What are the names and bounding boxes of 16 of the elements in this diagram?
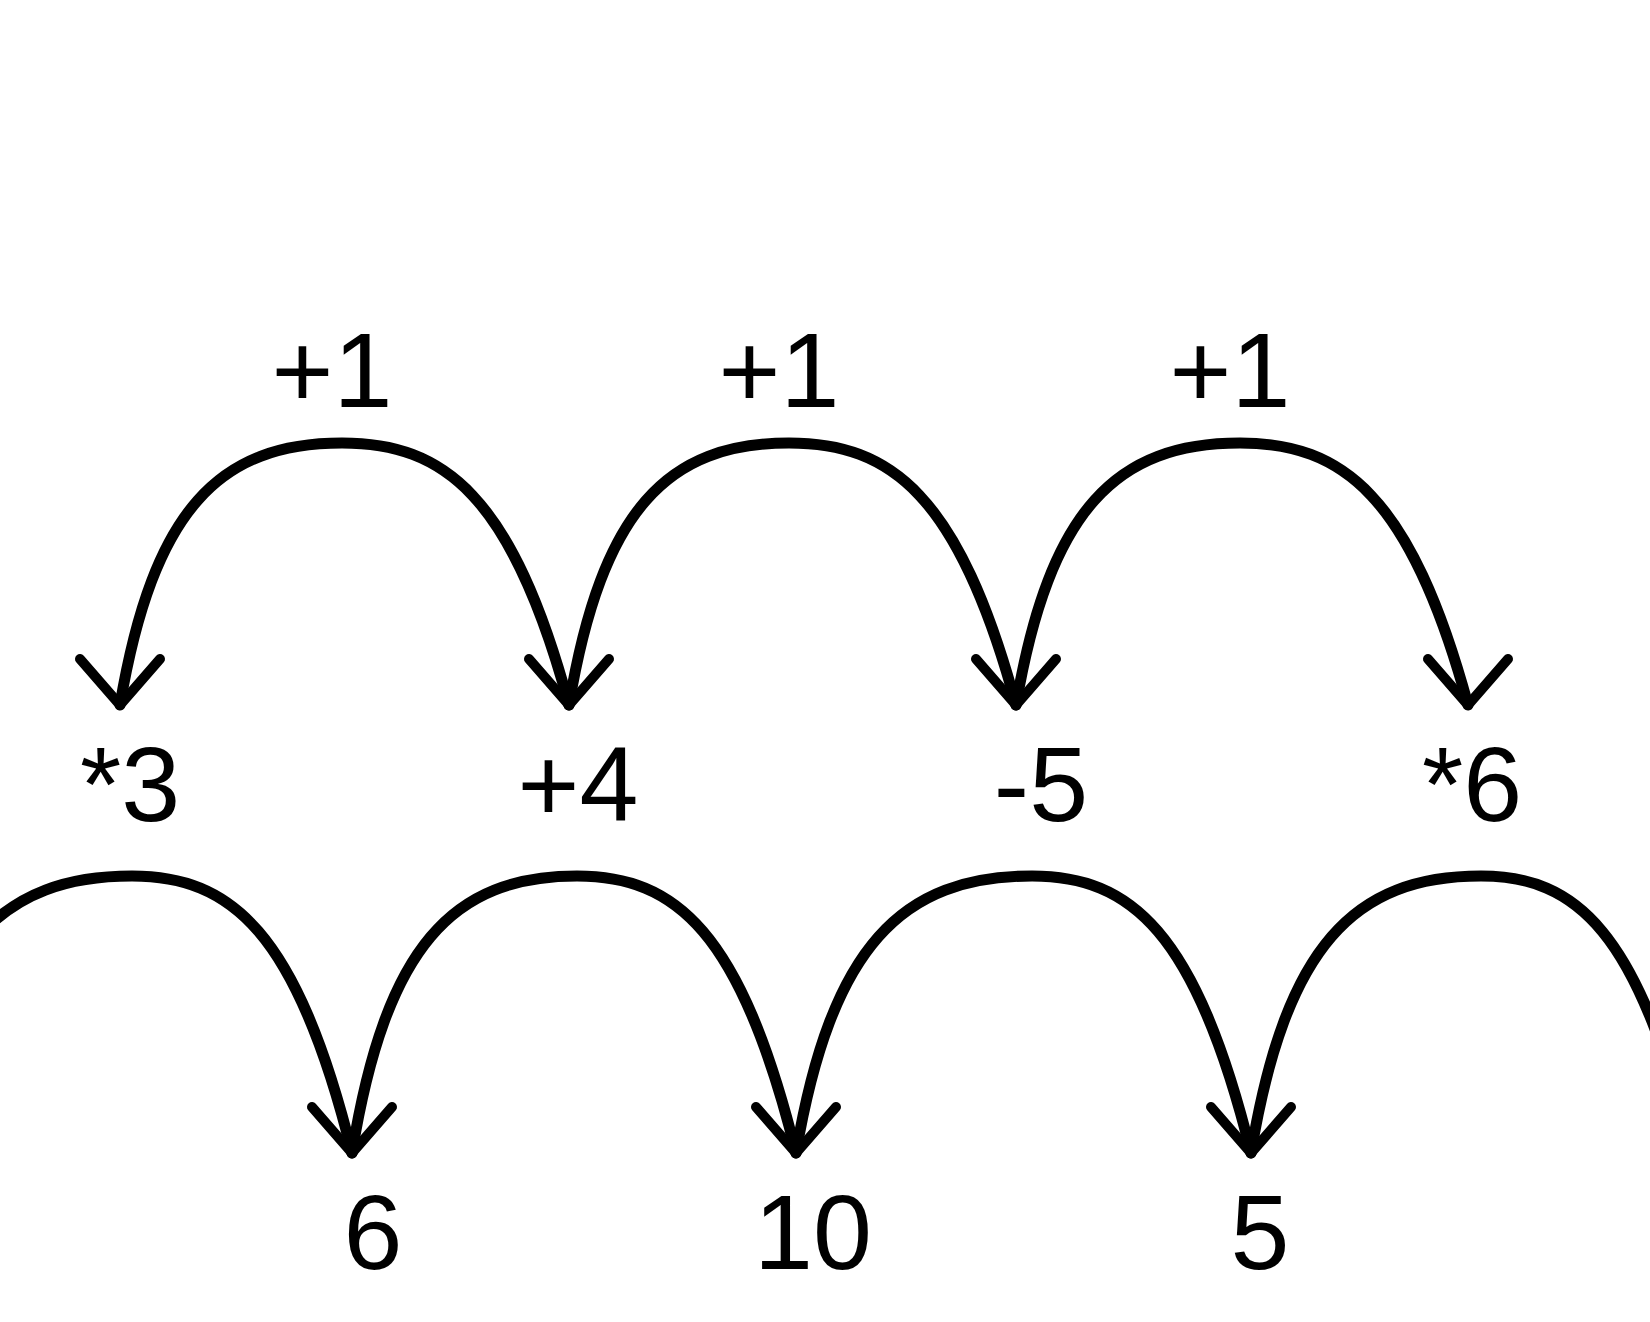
number-label: 10 xyxy=(754,1153,872,1312)
number-label: -5 xyxy=(993,705,1089,864)
number-label: *3 xyxy=(79,705,181,864)
number-label: 6 xyxy=(343,1153,403,1312)
edge-label: +1 xyxy=(1169,317,1291,423)
curved-arrow xyxy=(346,870,841,1159)
curved-arrow xyxy=(1010,437,1513,711)
number-label: *6 xyxy=(1421,705,1523,864)
edge-label: +1 xyxy=(718,317,840,423)
curved-arrow xyxy=(563,437,1061,711)
number-label: +4 xyxy=(517,705,639,864)
curved-arrow xyxy=(75,437,614,711)
curved-line xyxy=(1245,870,1650,1159)
number-label: 5 xyxy=(1230,1153,1290,1312)
curved-arrow xyxy=(790,870,1296,1159)
edge-label: +1 xyxy=(271,317,393,423)
